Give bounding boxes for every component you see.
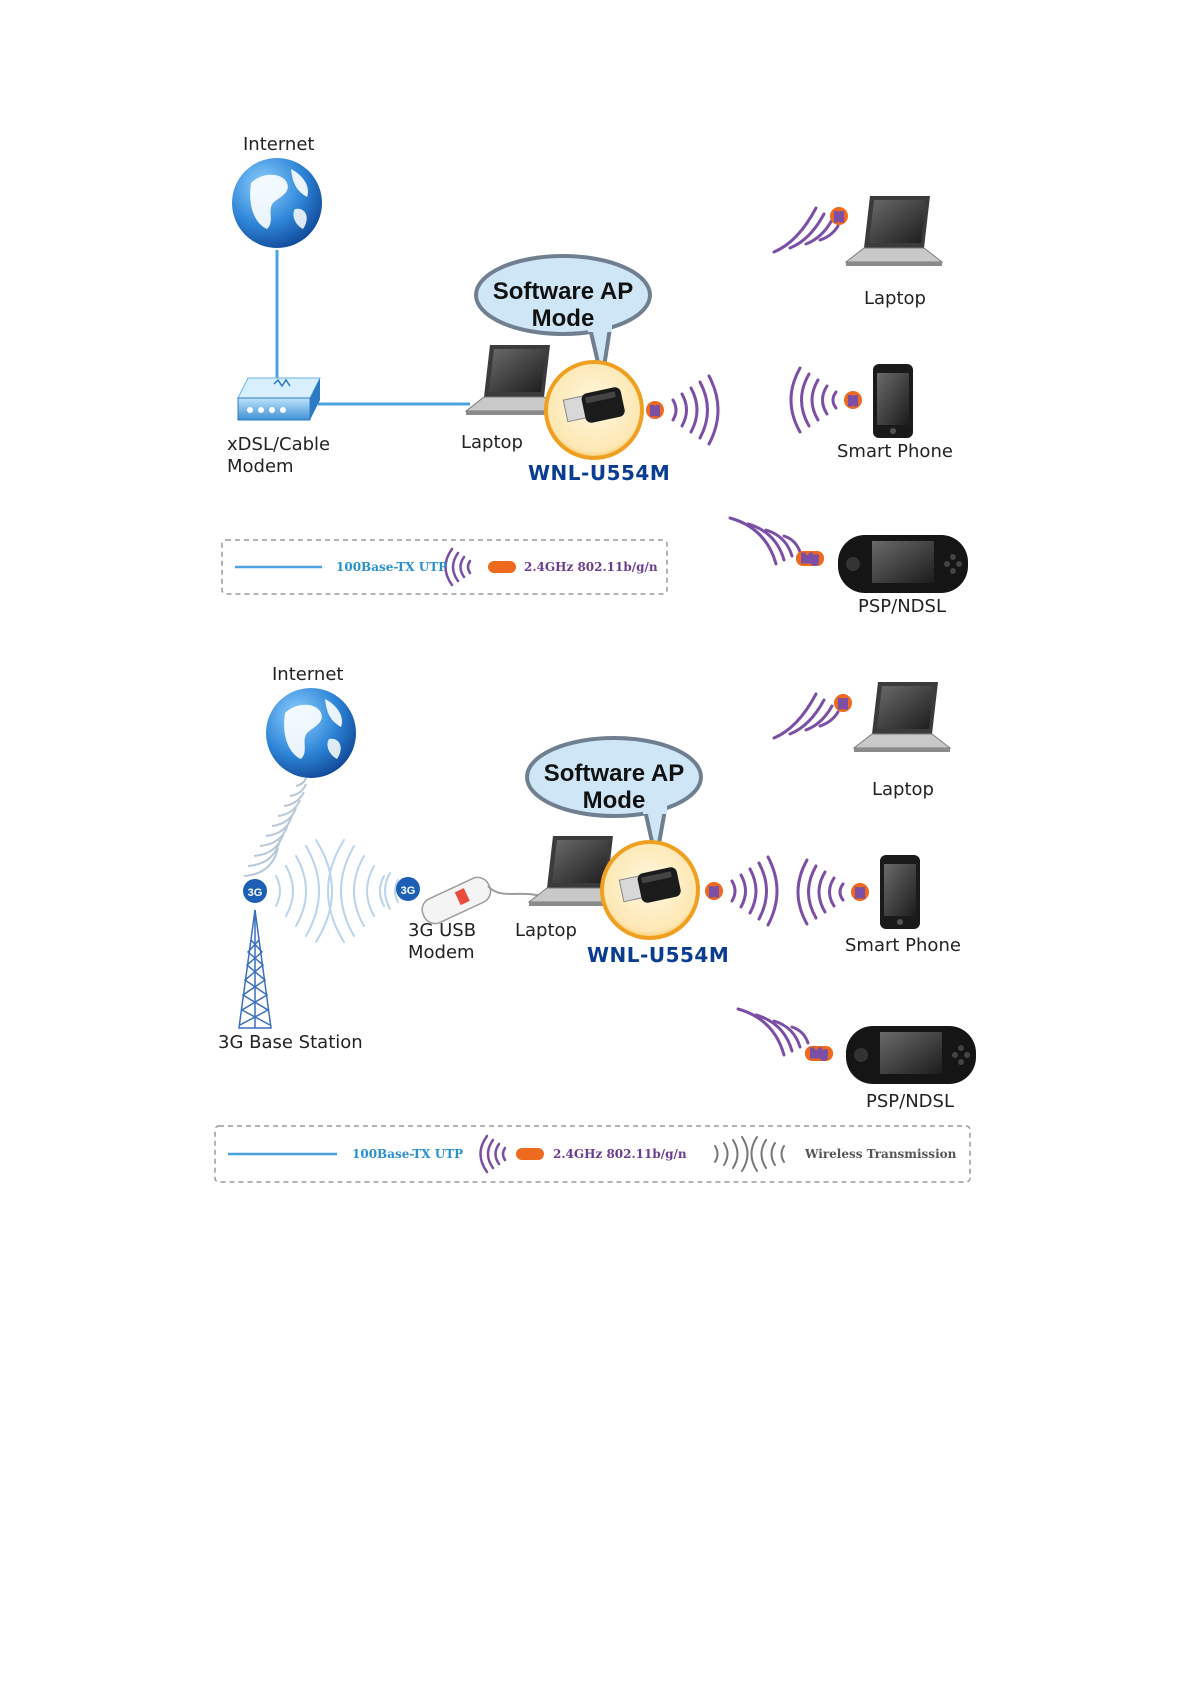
client-laptop-wave-icon: N [772,206,848,254]
usb-modem-icon [421,876,541,925]
client-game-console-icon [838,535,968,593]
client-laptop-icon [853,681,951,753]
client-psp-label: PSP/NDSL [858,596,946,617]
diagram-1: N N N [221,158,968,595]
laptop-label: Laptop [461,432,523,453]
bubble-text: Software AP Mode [543,760,685,814]
speech-bubble [474,254,652,382]
globe-icon [266,688,356,778]
client-smartphone-label: Smart Phone [845,935,961,956]
client-psp-wave-icon: b/g [728,516,824,567]
ap-wave-icon: N [705,855,779,927]
3g-transmission-wave-icon [275,839,399,943]
svg-text:N: N [710,885,719,899]
legend-transmission-label: Wireless Transmission [805,1147,957,1161]
legend-wired-label: 100Base-TX UTP [336,560,448,574]
internet-label: Internet [272,664,344,685]
client-psp-wave-icon: b/g [736,1007,833,1062]
client-laptop-wave-icon: N [772,692,852,740]
usb-modem-label: 3G USB Modem [408,920,477,963]
client-laptop-icon [845,195,943,267]
client-phone-wave-icon: N [789,366,862,434]
legend-box [214,1125,971,1183]
svg-text:N: N [856,886,865,900]
legend-wireless-label: 2.4GHz 802.11b/g/n [524,560,658,574]
speech-bubble [525,736,703,862]
ap-wave-icon: N [646,374,720,446]
tower-3g-badge: 3G [243,879,267,903]
svg-text:N: N [835,210,844,224]
client-smartphone-icon [873,364,913,438]
model-label: WNL-U554M [587,943,730,967]
svg-text:b/g: b/g [802,553,819,565]
legend-wired-label: 100Base-TX UTP [352,1147,464,1161]
cell-tower-icon [238,909,272,1029]
svg-text:3G: 3G [248,887,263,899]
3g-uplink-wave-icon [243,777,307,877]
client-phone-wave-icon: N [796,858,869,926]
client-smartphone-label: Smart Phone [837,441,953,462]
client-psp-label: PSP/NDSL [866,1091,954,1112]
globe-icon [232,158,322,248]
usb-dongle-icon [600,840,700,940]
laptop-label: Laptop [515,920,577,941]
model-label: WNL-U554M [528,461,671,485]
legend-wave-icon [479,1134,544,1174]
legend-wireless-label: 2.4GHz 802.11b/g/n [553,1147,687,1161]
client-smartphone-icon [880,855,920,929]
bubble-text: Software AP Mode [492,278,634,332]
svg-text:N: N [849,394,858,408]
legend-3g-wave-icon [714,1136,785,1172]
modem-3g-badge: 3G [396,877,420,901]
svg-text:N: N [651,404,660,418]
legend-wave-icon [444,547,516,587]
base-station-label: 3G Base Station [218,1032,363,1053]
usb-dongle-icon [544,360,644,460]
svg-text:b/g: b/g [811,1048,828,1060]
svg-text:3G: 3G [401,885,416,897]
legend-box [221,539,668,595]
internet-label: Internet [243,134,315,155]
diagram-2: 3G 3G [214,681,976,1183]
client-game-console-icon [846,1026,976,1084]
client-laptop-label: Laptop [872,779,934,800]
client-laptop-label: Laptop [864,288,926,309]
modem-label: xDSL/Cable Modem [227,434,331,477]
modem-icon [237,377,321,421]
svg-text:N: N [839,697,848,711]
